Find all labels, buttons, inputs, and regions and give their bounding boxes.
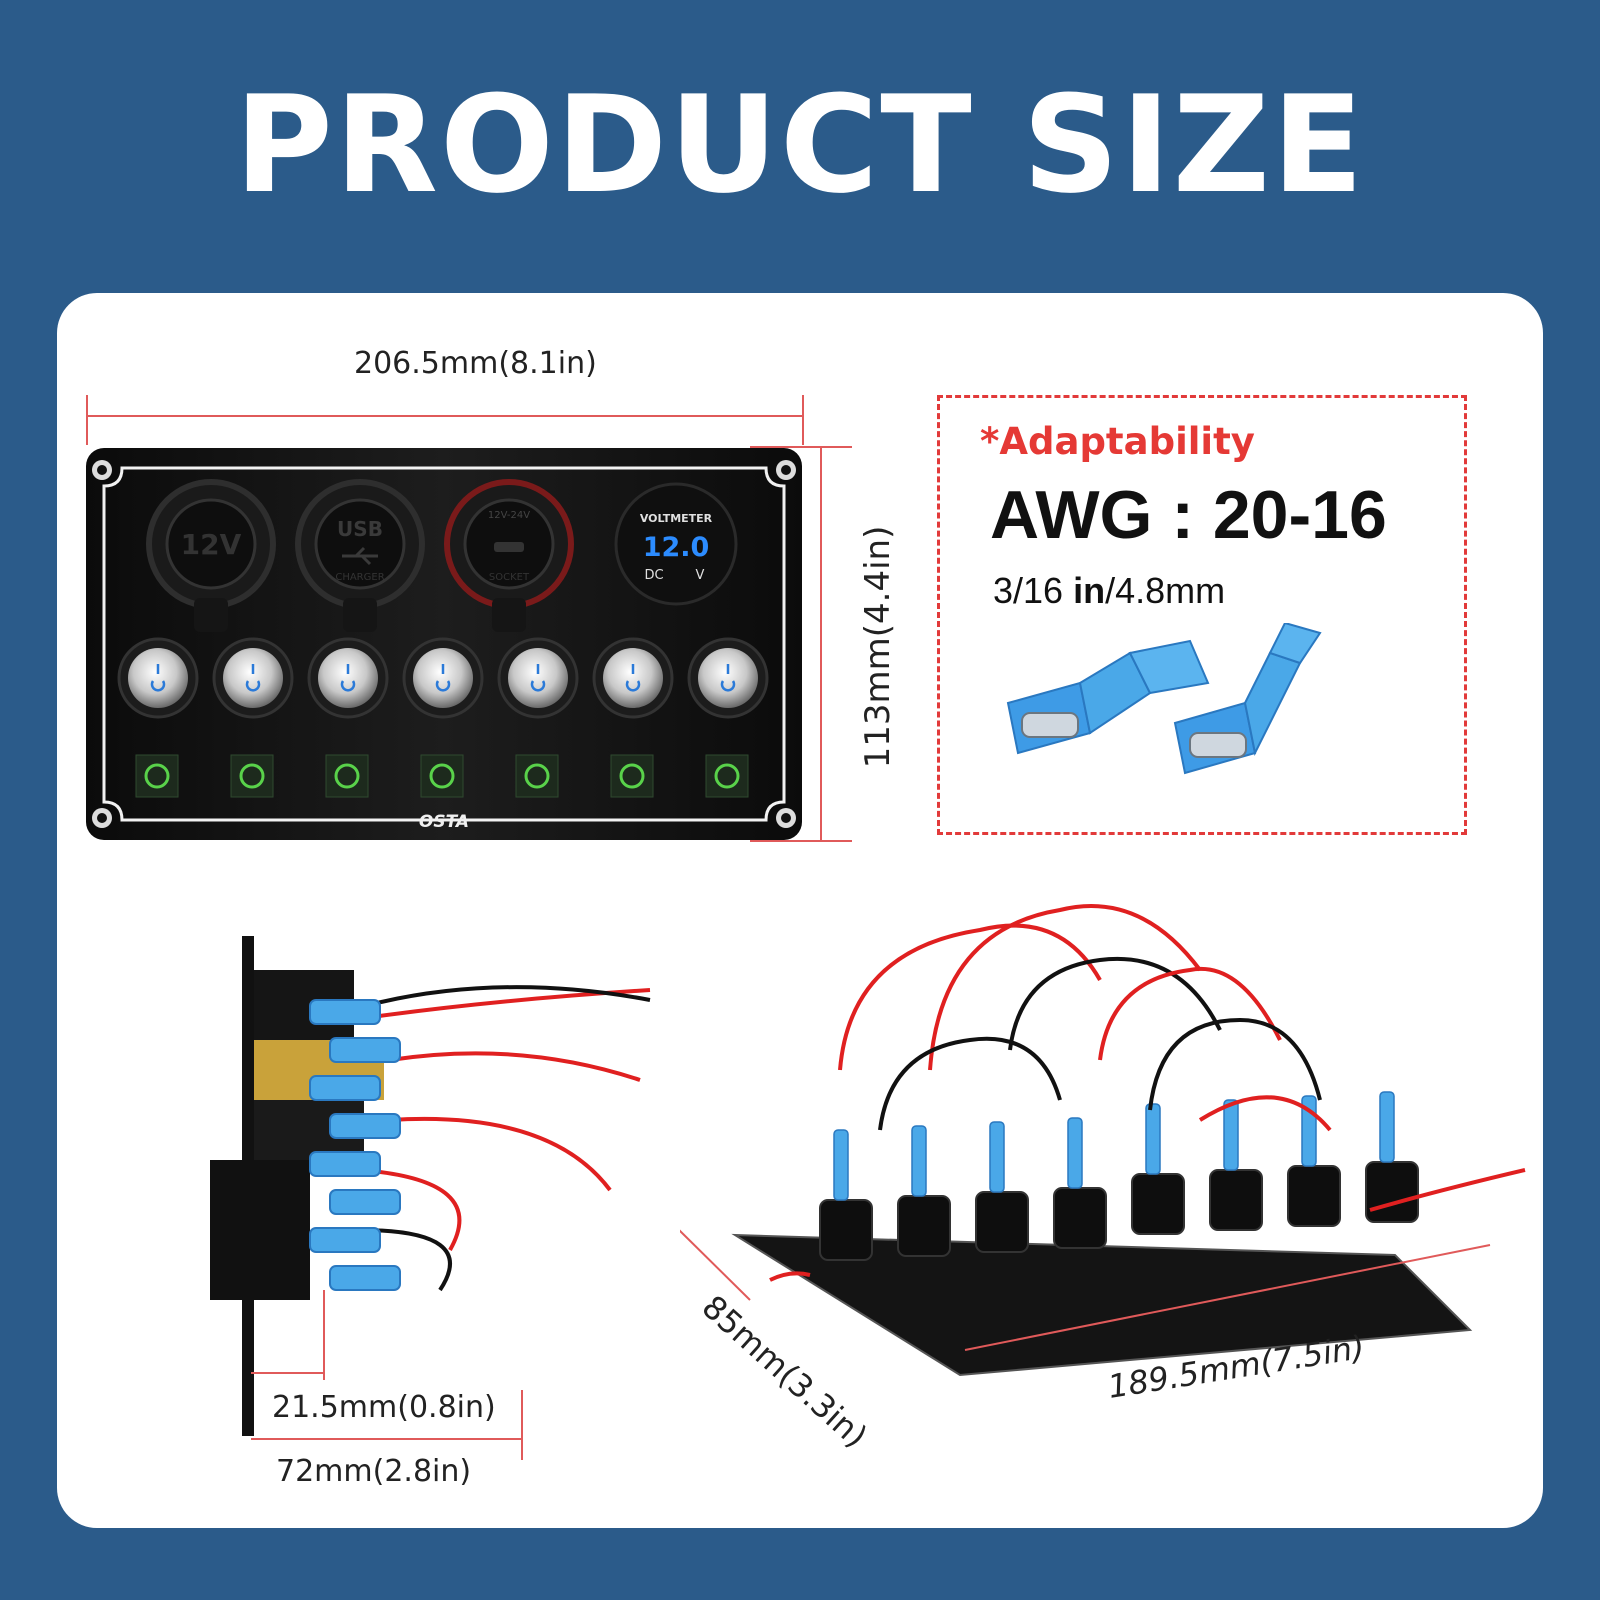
height-dimension-tick-bottom [750, 840, 852, 842]
front-depth-dimension-tick [323, 1290, 325, 1380]
spade-terminal [329, 1037, 401, 1063]
front-depth-dimension-line [251, 1372, 325, 1374]
rear-perspective-view: 85mm(3.3in) 189.5mm(7.5in) [680, 904, 1526, 1455]
width-dimension-tick-right [802, 395, 804, 445]
voltmeter-reading: 12.0 [643, 532, 710, 563]
cigarette-lighter-icon [494, 542, 524, 552]
fan-icon [515, 754, 559, 798]
spade-terminal [309, 1075, 381, 1101]
push-switch[interactable] [307, 637, 389, 719]
rabbit-icon [420, 754, 464, 798]
power-icon [625, 664, 641, 692]
rear-switch-body [1131, 1103, 1185, 1235]
adaptability-label: *Adaptability [980, 420, 1255, 463]
terminal-size: 3/16 in/4.8mm [993, 570, 1225, 612]
socket-usb: USB CHARGER [295, 479, 425, 632]
socket-12v: 12V [146, 479, 276, 632]
push-switch[interactable] [117, 637, 199, 719]
power-icon [435, 664, 451, 692]
push-switch[interactable] [687, 637, 769, 719]
rear-view-wires [769, 904, 1526, 1282]
total-depth-dimension-tick [521, 1390, 523, 1460]
side-view-wires [349, 985, 651, 1292]
voltmeter-dc: DC [644, 568, 663, 583]
brand-logo: OSTA [419, 812, 469, 832]
spade-terminal [309, 999, 381, 1025]
spade-terminal [309, 1151, 381, 1177]
base-width-dimension-line [964, 1244, 1491, 1351]
spade-terminals [1006, 623, 1322, 775]
power-icon [720, 664, 736, 692]
page-title: PRODUCT SIZE [234, 67, 1366, 223]
width-dimension-label: 206.5mm(8.1in) [354, 346, 597, 381]
rear-switch-body [975, 1121, 1029, 1253]
defog-icon [705, 754, 749, 798]
rear-switch-body [1053, 1117, 1107, 1249]
total-depth-dimension-label: 72mm(2.8in) [276, 1454, 472, 1489]
side-view-terminals [309, 999, 401, 1291]
terminal-size-suffix: /4.8mm [1105, 570, 1226, 611]
push-switch[interactable] [402, 637, 484, 719]
rear-view-plate [731, 1233, 1473, 1377]
defrost-icon [325, 754, 369, 798]
height-dimension-label: 113mm(4.4in) [858, 525, 898, 769]
push-switch[interactable] [212, 637, 294, 719]
voltmeter-unit: V [696, 568, 705, 583]
height-dimension-line [820, 446, 822, 840]
spade-terminal [329, 1113, 401, 1139]
switch-panel-front: 12V USB CHARGER 12V-24V SOCKET VOLTMETER… [86, 448, 802, 840]
power-icon [340, 664, 356, 692]
rear-switch-body [819, 1129, 873, 1261]
mounting-holes [92, 460, 796, 828]
socket-lighter-label: 12V-24V [488, 510, 530, 521]
push-switch[interactable] [497, 637, 579, 719]
base-depth-dimension-label: 85mm(3.3in) [695, 1288, 875, 1455]
width-dimension-tick-left [86, 395, 88, 445]
rear-switch-body [1287, 1095, 1341, 1227]
base-depth-dimension-line [680, 1229, 751, 1301]
spade-terminal [309, 1227, 381, 1253]
spade-terminal [329, 1189, 401, 1215]
socket-usb-sublabel: CHARGER [335, 572, 384, 583]
adaptability-box: *Adaptability AWG : 20-16 3/16 in/4.8mm [937, 395, 1467, 835]
power-icon [150, 664, 166, 692]
height-dimension-tick-top [750, 446, 852, 448]
voltmeter: VOLTMETER 12.0 DC V [614, 482, 738, 606]
side-view [210, 936, 651, 1436]
width-dimension-line [86, 415, 804, 417]
spade-terminal [329, 1265, 401, 1291]
work-light-icon [230, 754, 274, 798]
total-depth-dimension-line [251, 1438, 523, 1440]
socket-lighter-sublabel: SOCKET [489, 572, 530, 583]
spade-terminal-left [1006, 639, 1210, 755]
rear-switch-body [1209, 1099, 1263, 1231]
power-icon [530, 664, 546, 692]
front-depth-dimension-label: 21.5mm(0.8in) [272, 1390, 496, 1425]
push-switch[interactable] [592, 637, 674, 719]
socket-lighter: 12V-24V SOCKET [444, 479, 574, 632]
rear-switch-body [897, 1125, 951, 1257]
terminal-size-unit: in [1073, 570, 1106, 611]
switch-label-row [135, 754, 749, 798]
headlight-icon [610, 754, 654, 798]
voltmeter-title: VOLTMETER [640, 512, 713, 525]
socket-usb-label: USB [337, 517, 383, 541]
power-icon [245, 664, 261, 692]
rocker-switch-row [117, 637, 769, 719]
socket-12v-label: 12V [181, 528, 242, 561]
terminal-size-prefix: 3/16 [993, 570, 1074, 611]
rear-view-switches [819, 1091, 1419, 1261]
fog-light-icon [135, 754, 179, 798]
usb-icon [342, 546, 378, 566]
spade-terminal-right [1173, 623, 1322, 775]
awg-range: AWG : 20-16 [990, 477, 1387, 553]
